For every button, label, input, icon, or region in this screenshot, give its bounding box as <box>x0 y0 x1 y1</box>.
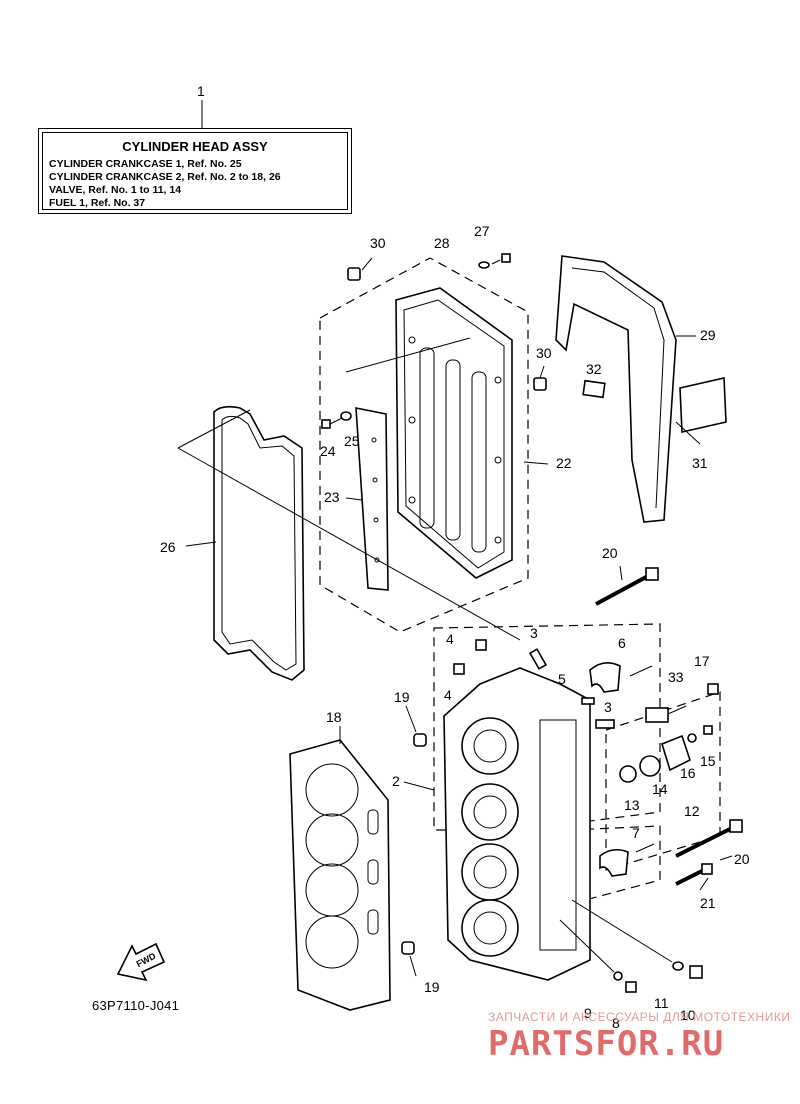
nipple-3b <box>595 719 615 729</box>
callout-32: 32 <box>586 361 602 377</box>
cover-29 <box>555 255 677 523</box>
callout-9: 9 <box>584 1005 592 1021</box>
callout-28: 28 <box>434 235 450 251</box>
diagram-code: 63P7110-J041 <box>92 998 180 1013</box>
bolt-27 <box>491 253 511 265</box>
bracket-6 <box>589 662 653 693</box>
info-box-line: CYLINDER CRANKCASE 2, Ref. No. 2 to 18, … <box>49 171 281 183</box>
callout-2: 2 <box>392 773 400 789</box>
callout-20b: 20 <box>734 851 750 867</box>
sensor-33 <box>645 705 687 723</box>
plug-30-side <box>533 365 547 391</box>
callout-20a: 20 <box>602 545 618 561</box>
callout-4b: 4 <box>444 687 452 703</box>
callout-26: 26 <box>160 539 176 555</box>
cover-gasket <box>355 407 389 591</box>
info-box-line: VALVE, Ref. No. 1 to 11, 14 <box>49 184 182 196</box>
callout-17: 17 <box>694 653 710 669</box>
head-cover-gasket <box>213 405 305 681</box>
callout-16: 16 <box>680 765 696 781</box>
plate-31 <box>679 377 727 433</box>
watermark-logo: PARTSFOR.RU <box>488 1024 725 1064</box>
callout-11: 11 <box>654 995 669 1011</box>
callout-31: 31 <box>692 455 708 471</box>
callout-3b: 3 <box>604 699 612 715</box>
bolt-20-side <box>675 819 743 858</box>
callout-3a: 3 <box>530 625 538 641</box>
callout-30a: 30 <box>370 235 386 251</box>
exhaust-cover <box>395 287 513 579</box>
callout-23: 23 <box>324 489 340 505</box>
callout-19b: 19 <box>424 979 440 995</box>
callout-24: 24 <box>320 443 336 459</box>
callout-10: 10 <box>680 1007 696 1023</box>
cover-group-outline <box>319 257 529 633</box>
callout-18: 18 <box>326 709 342 725</box>
plug-30-top <box>347 257 373 281</box>
info-box-inner: CYLINDER HEAD ASSY CYLINDER CRANKCASE 1,… <box>42 132 348 210</box>
info-box: CYLINDER HEAD ASSY CYLINDER CRANKCASE 1,… <box>38 128 352 214</box>
screw-15 <box>703 725 713 735</box>
callout-1: 1 <box>197 83 205 99</box>
bolt-21 <box>675 863 713 886</box>
callout-6: 6 <box>618 635 626 651</box>
washer-9 <box>613 971 623 981</box>
plug-10 <box>689 965 703 979</box>
washer-28 <box>478 261 490 269</box>
screw-4a <box>475 639 487 651</box>
callout-19a: 19 <box>394 689 410 705</box>
callout-29: 29 <box>700 327 716 343</box>
bolt-17 <box>707 683 719 695</box>
cylinder-head <box>443 667 591 981</box>
info-box-title: CYLINDER HEAD ASSY <box>122 139 268 154</box>
washer-11 <box>672 961 684 971</box>
screw-4b <box>453 663 465 675</box>
info-box-line: FUEL 1, Ref. No. 37 <box>49 197 146 209</box>
info-box-line: CYLINDER CRANKCASE 1, Ref. No. 25 <box>49 158 242 170</box>
leader-lines <box>185 335 733 977</box>
sub-group-outline-2 <box>569 825 661 903</box>
callout-22: 22 <box>556 455 572 471</box>
callout-13: 13 <box>624 797 640 813</box>
callout-25: 25 <box>344 433 360 449</box>
callout-7: 7 <box>632 825 640 841</box>
callout-15: 15 <box>700 753 716 769</box>
bolt-20-top <box>595 567 659 606</box>
callout-5: 5 <box>558 671 566 687</box>
valve-housing <box>661 734 691 772</box>
seal-14 <box>639 755 661 777</box>
dowel-19-top <box>413 733 427 747</box>
callout-12: 12 <box>684 803 700 819</box>
head-gasket <box>289 739 391 1011</box>
callout-4a: 4 <box>446 631 454 647</box>
fwd-arrow-icon: FWD <box>116 942 166 982</box>
bolt-24 <box>321 417 343 429</box>
callout-14: 14 <box>652 781 668 797</box>
sub-group-outline <box>605 691 721 871</box>
callout-21: 21 <box>700 895 716 911</box>
oring-16 <box>687 733 697 743</box>
nipple-3a <box>528 648 548 670</box>
watermark-tagline: ЗАПЧАСТИ И АКСЕССУАРЫ ДЛЯ МОТОТЕХНИКИ <box>488 1010 791 1024</box>
pin-5 <box>581 697 595 705</box>
callout-33: 33 <box>668 669 684 685</box>
callout-30b: 30 <box>536 345 552 361</box>
bracket-7 <box>599 843 655 877</box>
washer-25 <box>340 411 352 421</box>
dowel-19-bottom <box>401 941 415 955</box>
plug-13 <box>619 765 637 783</box>
callouts: 1 2 3 3 4 4 5 6 7 8 9 10 11 12 13 14 15 … <box>160 83 750 1031</box>
label-32 <box>582 379 606 399</box>
plug-8 <box>625 981 637 993</box>
callout-8: 8 <box>612 1015 620 1031</box>
callout-27: 27 <box>474 223 490 239</box>
